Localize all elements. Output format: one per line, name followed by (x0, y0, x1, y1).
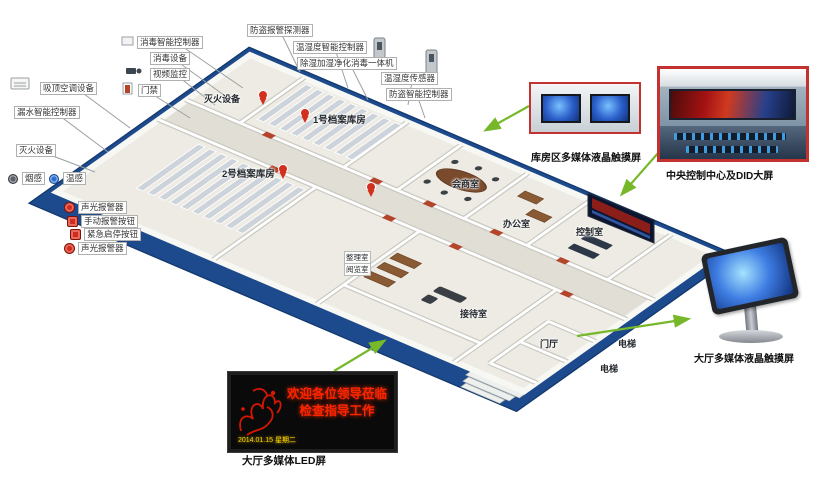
control-center-floor (660, 126, 806, 159)
sound-light-alarm-icon (64, 243, 75, 254)
callout-temp-humidity-sensor: 温湿度传感器 (381, 72, 439, 85)
callout-temp-humidity-controller: 温湿度智能控制器 (293, 41, 368, 54)
legend-label: 声光报警器 (78, 201, 127, 214)
led-line1: 欢迎各位领导莅临 (286, 387, 387, 401)
callout-water-leak-controller: 漏水智能控制器 (14, 106, 80, 119)
manual-alarm-button-icon (67, 216, 78, 227)
storage-screens-caption: 库房区多媒体液晶触摸屏 (531, 153, 641, 164)
legend-sound-light-alarm: 声光报警器 (64, 201, 127, 214)
archive-shelves-room1 (256, 84, 403, 161)
led-line2: 检查指导工作 (299, 404, 375, 418)
control-center-wall (660, 87, 806, 126)
camera-icon (126, 68, 142, 74)
reception-sofa (421, 286, 467, 304)
kiosk-screen-glass (706, 242, 794, 310)
led-footer-text: 2014.01.15 星期二 (238, 437, 296, 444)
smoke-sensor-icon (8, 173, 18, 184)
did-big-screen (669, 89, 796, 120)
room-label-fire-equipment: 灭火设备 (204, 94, 241, 104)
room-label-archive-1: 1号档案库房 (313, 115, 366, 126)
entrance-steps (460, 370, 526, 404)
emergency-stop-button-icon (70, 229, 81, 240)
legend-label: 声光报警器 (78, 242, 127, 255)
legend-emergency-stop-button: 紧急启停按钮 (70, 228, 142, 241)
room-label-elevator-2: 电梯 (600, 364, 619, 374)
smoke-sensor-label: 烟感 (22, 172, 46, 185)
corridor-floor (164, 102, 649, 317)
callout-disinfect-equipment: 消毒设备 (150, 52, 191, 65)
conference-table (435, 168, 487, 193)
standing-device-icon (425, 49, 438, 78)
sound-light-alarm-icon (64, 202, 75, 213)
led-dragon-art-icon (239, 388, 282, 436)
room-label-reception-room: 接待室 (460, 309, 488, 319)
room-label-lobby: 门厅 (540, 339, 559, 349)
room-label-meeting-room: 会商室 (452, 179, 480, 189)
lobby-led-screen: 欢迎各位领导莅临 检查指导工作 2014.01.15 星期二 (228, 372, 397, 452)
legend-label: 紧急启停按钮 (84, 228, 142, 241)
green-connector-arrows (333, 105, 692, 372)
office-desks (517, 190, 553, 223)
led-caption: 大厅多媒体LED屏 (242, 455, 326, 467)
wall-touchscreen (540, 93, 581, 123)
legend-sound-light-alarm-2: 声光报警器 (64, 242, 127, 255)
wall-touchscreen (589, 93, 630, 123)
callout-ceiling-ac: 吸顶空调设备 (40, 82, 98, 95)
temp-sensor-icon (49, 173, 60, 184)
location-pin-icons (258, 90, 376, 197)
door-access-icon (122, 82, 133, 95)
room-label-reading-room: 阅览室 (344, 263, 371, 276)
control-consoles (568, 234, 613, 259)
storage-area-screens-panel (529, 82, 641, 134)
console-row (686, 146, 778, 153)
callout-access-control: 门禁 (138, 84, 162, 97)
air-conditioner-icon (10, 77, 30, 90)
kiosk-touchscreen (700, 236, 800, 316)
room-label-archive-2: 2号档案库房 (222, 169, 275, 180)
control-center-ceiling (660, 69, 806, 87)
lobby-kiosk (691, 236, 811, 346)
sensor-legend-row: 烟感 温感 (8, 172, 87, 185)
reading-tables (363, 252, 423, 288)
wall-device-icon (121, 36, 134, 46)
room-label-control-room: 控制室 (576, 227, 604, 237)
callout-disinfect-controller: 消毒智能控制器 (137, 36, 203, 49)
callout-burglar-alarm-detector: 防盗报警探测器 (247, 24, 313, 37)
legend-manual-alarm-button: 手动报警按钮 (67, 215, 139, 228)
callout-burglar-controller: 防盗智能控制器 (386, 88, 452, 101)
room-label-office: 办公室 (503, 219, 531, 229)
doors (261, 131, 574, 298)
kiosk-base (719, 330, 783, 343)
led-welcome-text: 欢迎各位领导莅临 检查指导工作 (285, 386, 389, 420)
kiosk-caption: 大厅多媒体液晶触摸屏 (694, 354, 794, 365)
temp-sensor-label: 温感 (63, 172, 87, 185)
legend-label: 手动报警按钮 (81, 215, 139, 228)
room-label-elevator-1: 电梯 (618, 339, 637, 349)
archive-shelves-room2 (135, 143, 306, 234)
building (27, 46, 738, 413)
furniture (363, 159, 613, 304)
callout-fire-extinguish-equipment: 灭火设备 (16, 144, 57, 157)
callout-dehumidify-purify-machine: 除湿加湿净化消毒一体机 (297, 57, 397, 70)
did-wall-screen (587, 192, 655, 244)
control-center-caption: 中央控制中心及DID大屏 (666, 171, 774, 182)
callout-video-surveillance: 视频监控 (150, 68, 191, 81)
console-row (674, 133, 786, 140)
control-center-photo (657, 66, 809, 162)
